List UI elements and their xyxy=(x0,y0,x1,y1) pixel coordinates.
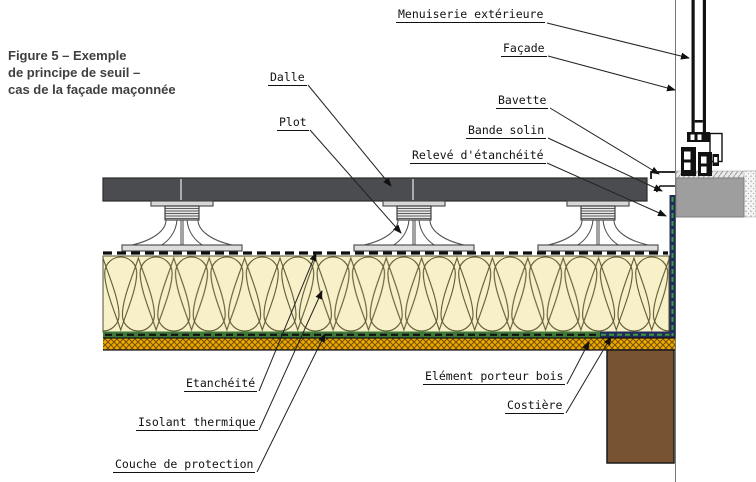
label-bande-solin: Bande solin xyxy=(466,123,547,139)
plot-pedestal xyxy=(537,200,659,252)
masonry-sill xyxy=(675,170,756,218)
plot-pedestal xyxy=(353,200,475,252)
leader-releve xyxy=(546,162,667,217)
leader-costiere xyxy=(565,336,612,414)
label-element-porteur-bois: Elément porteur bois xyxy=(423,369,566,385)
label-isolant-thermique: Isolant thermique xyxy=(136,415,258,431)
leader-etancheite xyxy=(258,252,317,392)
leader-couche xyxy=(256,333,326,473)
leader-plot xyxy=(309,129,402,234)
window-frame xyxy=(681,0,723,176)
figure-title: Figure 5 – Exemple de principe de seuil … xyxy=(8,47,176,98)
bavette-flashing xyxy=(650,171,675,179)
label-bavette: Bavette xyxy=(496,93,549,109)
leader-dalle xyxy=(307,84,392,187)
leader-isolant xyxy=(258,290,323,431)
slab xyxy=(102,177,648,202)
leader-element-porteur xyxy=(566,341,590,385)
figure-title-line3: cas de la façade maçonnée xyxy=(8,82,176,97)
label-costiere: Costière xyxy=(505,398,565,414)
leader-bande-solin xyxy=(547,137,663,192)
label-menuiserie-exterieure: Menuiserie extérieure xyxy=(396,7,546,23)
bande-solin-flashing xyxy=(655,185,675,193)
label-releve-etancheite: Relevé d'étanchéité xyxy=(410,148,546,164)
waterproofing-upstand xyxy=(669,195,676,338)
pedestals xyxy=(121,200,659,252)
wood-bearing-panel xyxy=(103,337,675,351)
figure-title-line2: de principe de seuil – xyxy=(8,65,141,80)
label-couche-protection: Couche de protection xyxy=(113,457,256,473)
leader-menuiserie xyxy=(546,22,690,60)
label-plot: Plot xyxy=(277,115,309,131)
leader-facade xyxy=(547,55,676,92)
membrane-strip xyxy=(103,331,675,338)
leader-lines xyxy=(256,22,690,473)
insulation-layer xyxy=(102,255,670,333)
plot-pedestal xyxy=(121,200,243,252)
label-facade: Façade xyxy=(501,41,547,57)
costiere-block xyxy=(606,349,675,464)
label-dalle: Dalle xyxy=(268,70,307,86)
leader-bavette xyxy=(549,107,660,175)
label-etancheite: Etanchéité xyxy=(184,376,258,392)
figure-title-line1: Figure 5 – Exemple xyxy=(8,48,127,63)
